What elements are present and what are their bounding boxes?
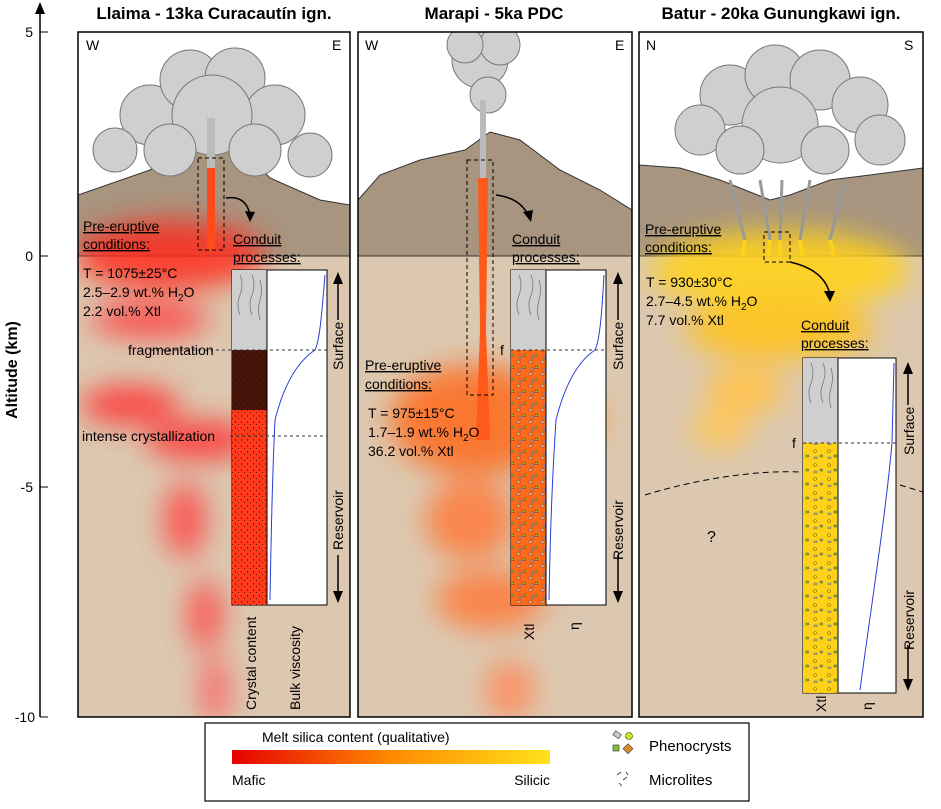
ground-layer (358, 131, 632, 257)
pre-eruptive-label: conditions: (645, 239, 712, 255)
zoom-box (197, 157, 225, 251)
depth-arrow (613, 272, 623, 603)
temperature: T = 1075±25°C (83, 265, 177, 281)
panel-marapi: Marapi - 5ka PDC W E (357, 4, 633, 718)
legend-phenocrysts: Phenocrysts (649, 738, 732, 755)
col-label-viscosity: η (566, 622, 582, 630)
crystal-content: 36.2 vol.% Xtl (368, 443, 454, 459)
y-axis: 5 0 -5 -10 Altitude (km) (4, 2, 48, 725)
ash-cloud (446, 32, 521, 114)
fragmentation-label: fragmentation (128, 342, 214, 358)
crystal-column (803, 443, 838, 693)
crystal-column (511, 350, 546, 605)
viscosity-curve (548, 274, 605, 601)
ash-cloud (92, 47, 333, 178)
dir-right: E (615, 37, 624, 53)
viscosity-curve (269, 274, 326, 601)
legend-microlites: Microlites (649, 772, 712, 789)
conduit (476, 178, 490, 440)
conduit (207, 168, 215, 250)
conduit-processes-label: Conduit (512, 231, 560, 247)
panel-batur: Batur - 20ka Gunungkawi ign. (638, 4, 924, 718)
pre-eruptive-label: conditions: (83, 236, 150, 252)
conduit-processes-label: processes: (801, 335, 869, 351)
silica-gradient-bar (232, 750, 550, 764)
ash-cloud (674, 44, 906, 175)
legend-title: Melt silica content (qualitative) (262, 729, 450, 745)
melt-zone (78, 220, 265, 717)
panel-llaima: Llaima - 13ka Curacautín ign. (77, 4, 351, 718)
y-tick-label: 5 (25, 24, 33, 40)
temperature: T = 975±15°C (368, 405, 455, 421)
viscosity-curve (859, 362, 895, 691)
conduit-inset (150, 269, 328, 606)
col-label-crystal: Xtl (813, 696, 829, 712)
water-content: 2.7–4.5 wt.% H2O (646, 293, 758, 313)
microlites-icon (616, 771, 629, 787)
panel-title: Marapi - 5ka PDC (425, 4, 564, 23)
legend-silicic: Silicic (514, 772, 550, 788)
temperature: T = 930±30°C (646, 274, 733, 290)
fragmentation-marker: f (792, 435, 796, 451)
dir-right: E (332, 37, 341, 53)
y-tick-label: -10 (15, 709, 35, 725)
panel-title: Llaima - 13ka Curacautín ign. (96, 4, 331, 23)
conduit-processes-label: processes: (512, 249, 580, 265)
depth-arrow (333, 272, 343, 603)
col-label-crystal: Crystal content (243, 617, 259, 710)
legend: Melt silica content (qualitative) Mafic … (204, 722, 750, 802)
col-label-crystal: Xtl (521, 624, 537, 640)
conduit-processes-label: Conduit (801, 317, 849, 333)
fragmentation-marker: f (500, 342, 504, 358)
water-content: 1.7–1.9 wt.% H2O (368, 424, 480, 444)
conduit-inset (510, 269, 607, 606)
conduit-processes-label: Conduit (233, 231, 281, 247)
pre-eruptive-label: Pre-eruptive (83, 218, 159, 234)
zoom-arrow (789, 261, 831, 296)
conduit-processes-label: processes: (233, 249, 301, 265)
reservoir-label: Reservoir (901, 590, 917, 650)
crystal-content: 2.2 vol.% Xtl (83, 303, 161, 319)
dir-left: N (646, 37, 656, 53)
col-label-viscosity: Bulk viscosity (287, 626, 303, 710)
unknown-marker: ? (707, 529, 716, 546)
depth-arrow (903, 362, 913, 691)
y-axis-ticks: 5 0 -5 -10 (15, 24, 48, 725)
pre-eruptive-label: conditions: (365, 376, 432, 392)
y-tick-label: 0 (25, 248, 33, 264)
surface-label: Surface (330, 322, 346, 370)
col-label-viscosity: η (859, 702, 875, 710)
pre-eruptive-label: Pre-eruptive (365, 357, 441, 373)
y-tick-label: -5 (21, 479, 34, 495)
reservoir-label: Reservoir (610, 500, 626, 560)
crystallization-label: intense crystallization (82, 428, 215, 444)
y-axis-label: Altitude (km) (4, 321, 21, 419)
water-content: 2.5–2.9 wt.% H2O (83, 284, 195, 304)
panel-title: Batur - 20ka Gunungkawi ign. (662, 4, 901, 23)
surface-label: Surface (610, 322, 626, 370)
dir-left: W (86, 37, 100, 53)
legend-mafic: Mafic (232, 772, 265, 788)
pre-eruptive-label: Pre-eruptive (645, 221, 721, 237)
zoom-box (466, 159, 494, 396)
surface-label: Surface (901, 407, 917, 455)
melt-zone (650, 230, 910, 450)
phenocrysts-icon (612, 730, 634, 755)
reservoir-label: Reservoir (330, 490, 346, 550)
conduit-inset (802, 357, 897, 694)
dir-left: W (365, 37, 379, 53)
crystal-content: 7.7 vol.% Xtl (646, 312, 724, 328)
dir-right: S (904, 37, 913, 53)
depth-boundary (644, 471, 801, 496)
